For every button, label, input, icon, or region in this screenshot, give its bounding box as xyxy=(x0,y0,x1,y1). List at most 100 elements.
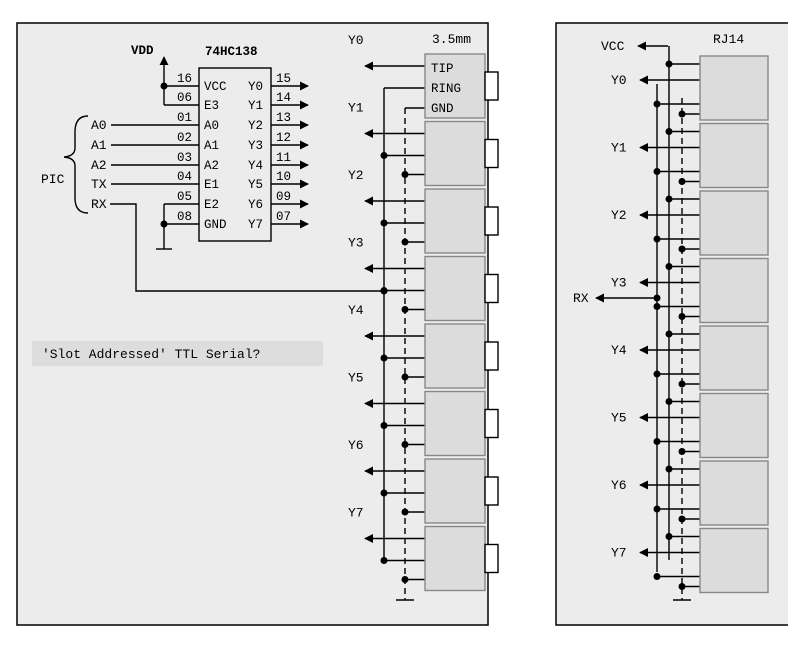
jack-rj14 xyxy=(699,527,769,594)
chip-pin-number: 01 xyxy=(177,111,192,125)
chip-pin-number: 14 xyxy=(276,91,291,105)
junction-dot xyxy=(678,583,686,590)
jack-type-label: 3.5mm xyxy=(432,32,471,47)
jack-3-5mm xyxy=(424,188,486,254)
junction-dot xyxy=(380,489,388,497)
slot-label: Y4 xyxy=(611,343,627,358)
junction-dot xyxy=(401,441,409,448)
junction-dot xyxy=(401,508,409,516)
slot-label: Y0 xyxy=(611,73,627,88)
junction-dot xyxy=(380,354,388,362)
pic-brace xyxy=(63,115,89,214)
left-board: VDD 74HC138 16VCC06E301A002A103A204E105E… xyxy=(16,22,499,626)
chip-pin-number: 10 xyxy=(276,170,291,184)
chip-name: 74HC138 xyxy=(205,45,258,59)
right-jacks xyxy=(699,55,769,594)
jack-tab xyxy=(484,206,499,236)
chip-pin-name: Y7 xyxy=(248,218,263,232)
jack-3-5mm xyxy=(424,390,486,457)
jack-tab xyxy=(484,408,499,439)
junction-dot xyxy=(678,448,686,455)
chip-pin-name: Y5 xyxy=(248,178,263,192)
jack-3-5mm xyxy=(424,53,486,119)
junction-dot xyxy=(401,306,409,313)
vdd-label: VDD xyxy=(131,44,154,58)
chip-pin-name: E1 xyxy=(204,178,219,192)
pic-signal-label: A1 xyxy=(91,138,107,153)
slot-label: Y2 xyxy=(611,208,627,223)
junction-dot xyxy=(665,330,673,338)
jack-3-5mm xyxy=(424,120,486,187)
junction-dot xyxy=(380,557,388,564)
junction-dot xyxy=(678,245,686,253)
junction-dot xyxy=(665,465,673,473)
junction-dot xyxy=(160,82,168,90)
jack-rj14 xyxy=(699,392,769,459)
chip-pin-number: 03 xyxy=(177,151,192,165)
pic-signal-label: RX xyxy=(91,197,107,212)
junction-dot xyxy=(665,60,673,68)
junction-dot xyxy=(665,195,673,203)
junction-dot xyxy=(678,110,686,118)
caption-box xyxy=(32,341,323,366)
jack-contact-label: TIP xyxy=(431,62,454,76)
chip-pin-name: A2 xyxy=(204,159,219,173)
chip-pin-name: Y3 xyxy=(248,139,263,153)
junction-dot xyxy=(653,168,661,175)
slot-label: Y3 xyxy=(611,276,627,291)
junction-dot xyxy=(401,373,409,381)
junction-dot xyxy=(665,533,673,540)
jack-3-5mm xyxy=(424,255,486,322)
slot-label: Y6 xyxy=(348,438,364,453)
chip-pin-number: 15 xyxy=(276,72,291,86)
junction-dot xyxy=(380,422,388,429)
junction-dot xyxy=(678,515,686,523)
caption: 'Slot Addressed' TTL Serial? xyxy=(42,347,260,362)
slot-label: Y0 xyxy=(348,33,364,48)
slot-label: Y3 xyxy=(348,236,364,251)
junction-dot xyxy=(653,438,661,445)
slot-label: Y5 xyxy=(611,411,627,426)
slot-label: Y7 xyxy=(348,506,364,521)
jack-rj14 xyxy=(699,55,769,121)
chip-pin-name: VCC xyxy=(204,80,227,94)
junction-dot xyxy=(653,294,661,302)
jack-rj14 xyxy=(699,190,769,256)
slot-label: Y5 xyxy=(348,371,364,386)
slot-label: Y6 xyxy=(611,478,627,493)
pic-label: PIC xyxy=(41,172,65,187)
junction-dot xyxy=(380,287,388,295)
slot-label: Y1 xyxy=(348,101,364,116)
chip-pin-name: Y2 xyxy=(248,119,263,133)
chip-pin-number: 13 xyxy=(276,111,291,125)
jack-rj14 xyxy=(699,122,769,189)
jack-tab xyxy=(484,341,499,371)
jack-tab xyxy=(484,138,499,169)
chip-pin-number: 07 xyxy=(276,210,291,224)
jack-3-5mm xyxy=(424,323,486,389)
pic-signal-label: TX xyxy=(91,177,107,192)
junction-dot xyxy=(665,128,673,135)
junction-dot xyxy=(653,235,661,243)
chip-pin-name: Y0 xyxy=(248,80,263,94)
jack-contact-label: RING xyxy=(431,82,461,96)
junction-dot xyxy=(653,573,661,580)
junction-dot xyxy=(653,303,661,310)
rx-label: RX xyxy=(573,291,589,306)
junction-dot xyxy=(678,178,686,185)
chip-pin-name: E2 xyxy=(204,198,219,212)
connector-name: RJ14 xyxy=(713,32,744,47)
jack-rj14 xyxy=(699,460,769,526)
junction-dot xyxy=(678,380,686,388)
jack-3-5mm xyxy=(424,458,486,524)
chip-pin-name: Y4 xyxy=(248,159,263,173)
slot-label: Y7 xyxy=(611,546,627,561)
chip-pin-number: 06 xyxy=(177,91,192,105)
junction-dot xyxy=(380,152,388,159)
chip-pins: 16VCC06E301A002A103A204E105E208GNDY015Y1… xyxy=(177,72,309,232)
chip-pin-number: 11 xyxy=(276,151,291,165)
chip-pin-number: 09 xyxy=(276,190,291,204)
